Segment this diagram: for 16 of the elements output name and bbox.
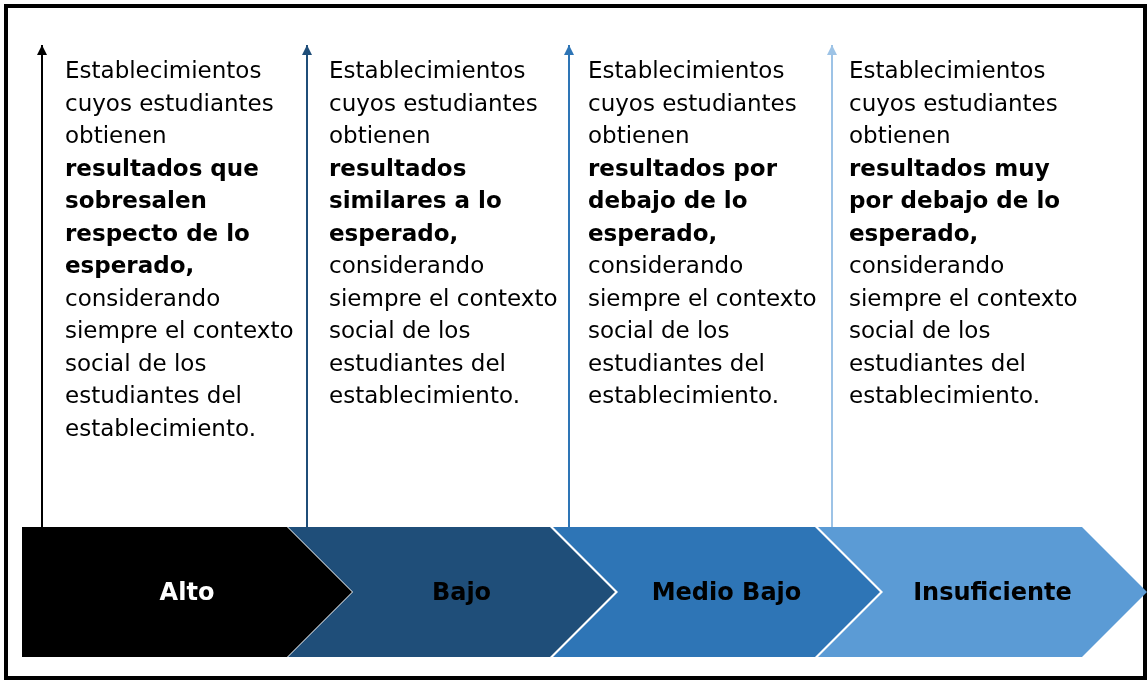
arrow	[37, 44, 47, 528]
chevron-step	[818, 527, 1147, 657]
chevron-step	[22, 527, 352, 657]
description-text: Establecimientos cuyos estudiantes obtienen resultados muy por debajo de lo esperado, considerando siempre el contexto social de los estudiantes del establecimiento.	[849, 54, 1087, 412]
description-text: Establecimientos cuyos estudiantes obtienen resultados por debajo de lo esperado, considerando siempre el contexto social de los estudiantes del establecimiento.	[588, 54, 820, 412]
chevron-step	[288, 527, 615, 657]
description-text: Establecimientos cuyos estudiantes obtienen resultados que sobresalen respecto de lo esperado, considerando siempre el contexto social de los estudiantes del establecimiento.	[65, 54, 297, 444]
description-text: Establecimientos cuyos estudiantes obtienen resultados similares a lo esperado, considerando siempre el contexto social de los estudiantes del establecimiento.	[329, 54, 561, 412]
step-label: Bajo	[430, 578, 493, 606]
step-label: Insuficiente	[912, 578, 1073, 606]
step-label: Medio Bajo	[650, 578, 803, 606]
step-label: Alto	[158, 578, 216, 606]
arrow	[564, 44, 574, 528]
chevron-step	[553, 527, 880, 657]
arrow	[827, 44, 837, 528]
arrow	[302, 44, 312, 528]
